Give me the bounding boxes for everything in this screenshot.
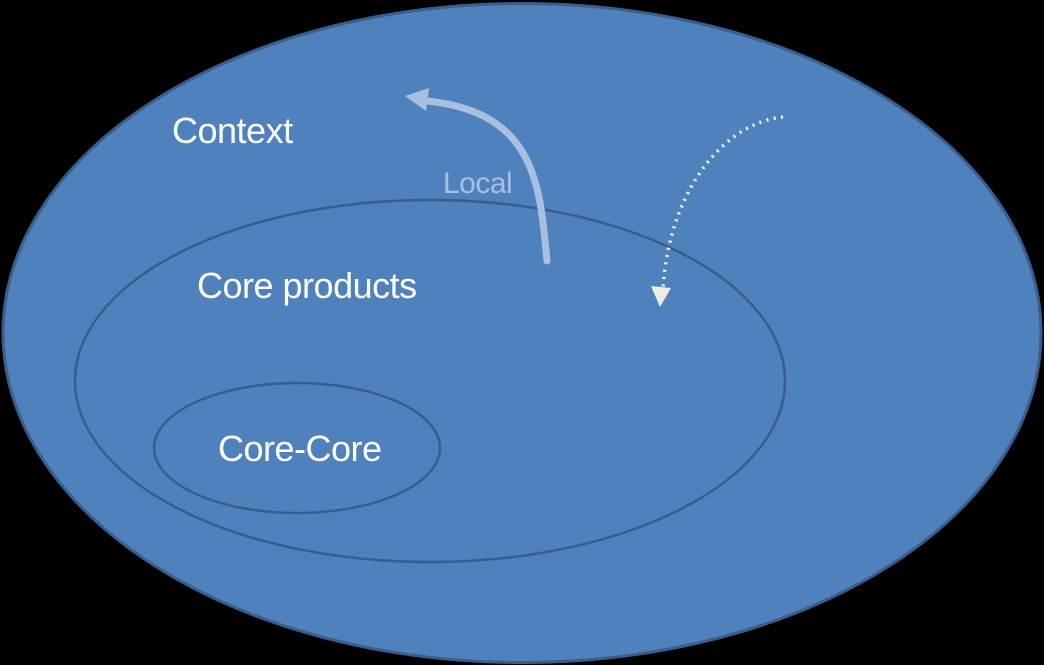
core-products-label: Core products bbox=[197, 265, 417, 306]
core-core-label: Core-Core bbox=[218, 428, 382, 469]
core-core-ellipse bbox=[152, 381, 442, 515]
local-label: Local bbox=[443, 167, 512, 200]
dotted-arrow-head bbox=[651, 286, 671, 307]
dotted-arrow bbox=[651, 115, 784, 307]
context-label: Context bbox=[172, 110, 293, 151]
local-arrow-shaft bbox=[423, 97, 551, 265]
core-products-ellipse bbox=[73, 198, 787, 564]
local-arrow bbox=[405, 88, 551, 265]
local-arrow-head bbox=[405, 88, 429, 111]
